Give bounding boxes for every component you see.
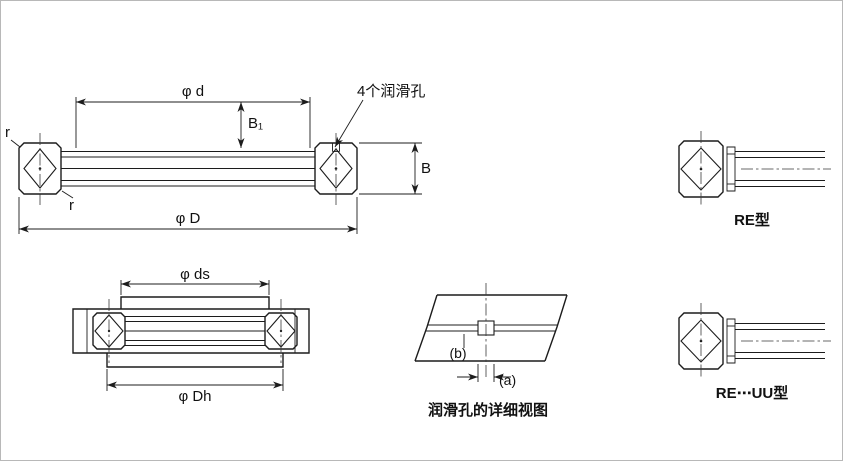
dim-label-phi-dh: φ Dh <box>178 388 211 405</box>
re-uu-roller-diamond <box>680 319 722 363</box>
dim-b1: B₁ <box>237 102 263 148</box>
mount-rails <box>125 315 265 347</box>
dim-label-r-outer: r <box>5 124 10 141</box>
detail-left-break <box>414 294 438 362</box>
mount-body <box>72 308 310 354</box>
lube-holes-label: 4个润滑孔 <box>357 83 425 100</box>
right-roller-diamond <box>319 148 353 189</box>
re-type-label: RE型 <box>734 211 770 229</box>
re-uu-shaft-rails <box>735 322 825 360</box>
r-outer-callout: r <box>5 124 21 148</box>
main-section-view: φ d B₁ 4个润滑孔 r r B <box>5 83 431 234</box>
lube-hole-detail-view: (b) (a) 润滑孔的详细视图 <box>414 283 568 419</box>
dim-phi-ds: φ ds <box>120 266 270 295</box>
re-uu-ring-block <box>678 312 724 370</box>
re-uu-type-view: RE⋯UU型 <box>678 303 831 402</box>
left-ring-block <box>18 142 62 195</box>
re-shaft-rails <box>735 150 825 188</box>
re-type-view: RE型 <box>678 131 831 229</box>
dim-label-phi-ds: φ ds <box>180 266 210 283</box>
mounting-section-view: φ ds φ Dh <box>72 266 310 405</box>
dim-phi-d: φ d <box>75 83 311 148</box>
re-separator <box>726 146 736 192</box>
re-uu-type-label: RE⋯UU型 <box>716 384 789 402</box>
ring-rails <box>61 150 315 187</box>
dim-phi-dh: φ Dh <box>106 369 284 405</box>
detail-callout-b: (b) <box>449 334 467 361</box>
mount-left-block <box>92 312 126 350</box>
right-ring-block <box>314 142 358 195</box>
mount-right-block <box>264 312 298 350</box>
lube-holes-callout: 4个润滑孔 <box>334 83 425 148</box>
mount-top-spigot <box>120 296 270 309</box>
left-roller-diamond <box>23 148 57 189</box>
mount-bottom-spigot <box>106 353 284 368</box>
dim-label-phi-D: φ D <box>176 210 201 227</box>
dim-phi-D: φ D <box>18 197 358 234</box>
detail-dim-a: (a) <box>457 364 516 388</box>
detail-label-a: (a) <box>499 372 516 388</box>
detail-label-b: (b) <box>449 345 466 361</box>
detail-caption: 润滑孔的详细视图 <box>428 401 548 419</box>
re-roller-diamond <box>680 147 722 191</box>
re-ring-block <box>678 140 724 198</box>
dim-label-b1: B₁ <box>248 115 263 132</box>
dim-label-b: B <box>421 160 431 177</box>
detail-right-break <box>544 294 568 362</box>
re-uu-seal <box>726 318 736 364</box>
r-inner-callout: r <box>61 190 74 214</box>
dim-label-r-inner: r <box>69 197 74 214</box>
dim-label-phi-d: φ d <box>182 83 204 100</box>
dim-b: B <box>359 142 431 195</box>
